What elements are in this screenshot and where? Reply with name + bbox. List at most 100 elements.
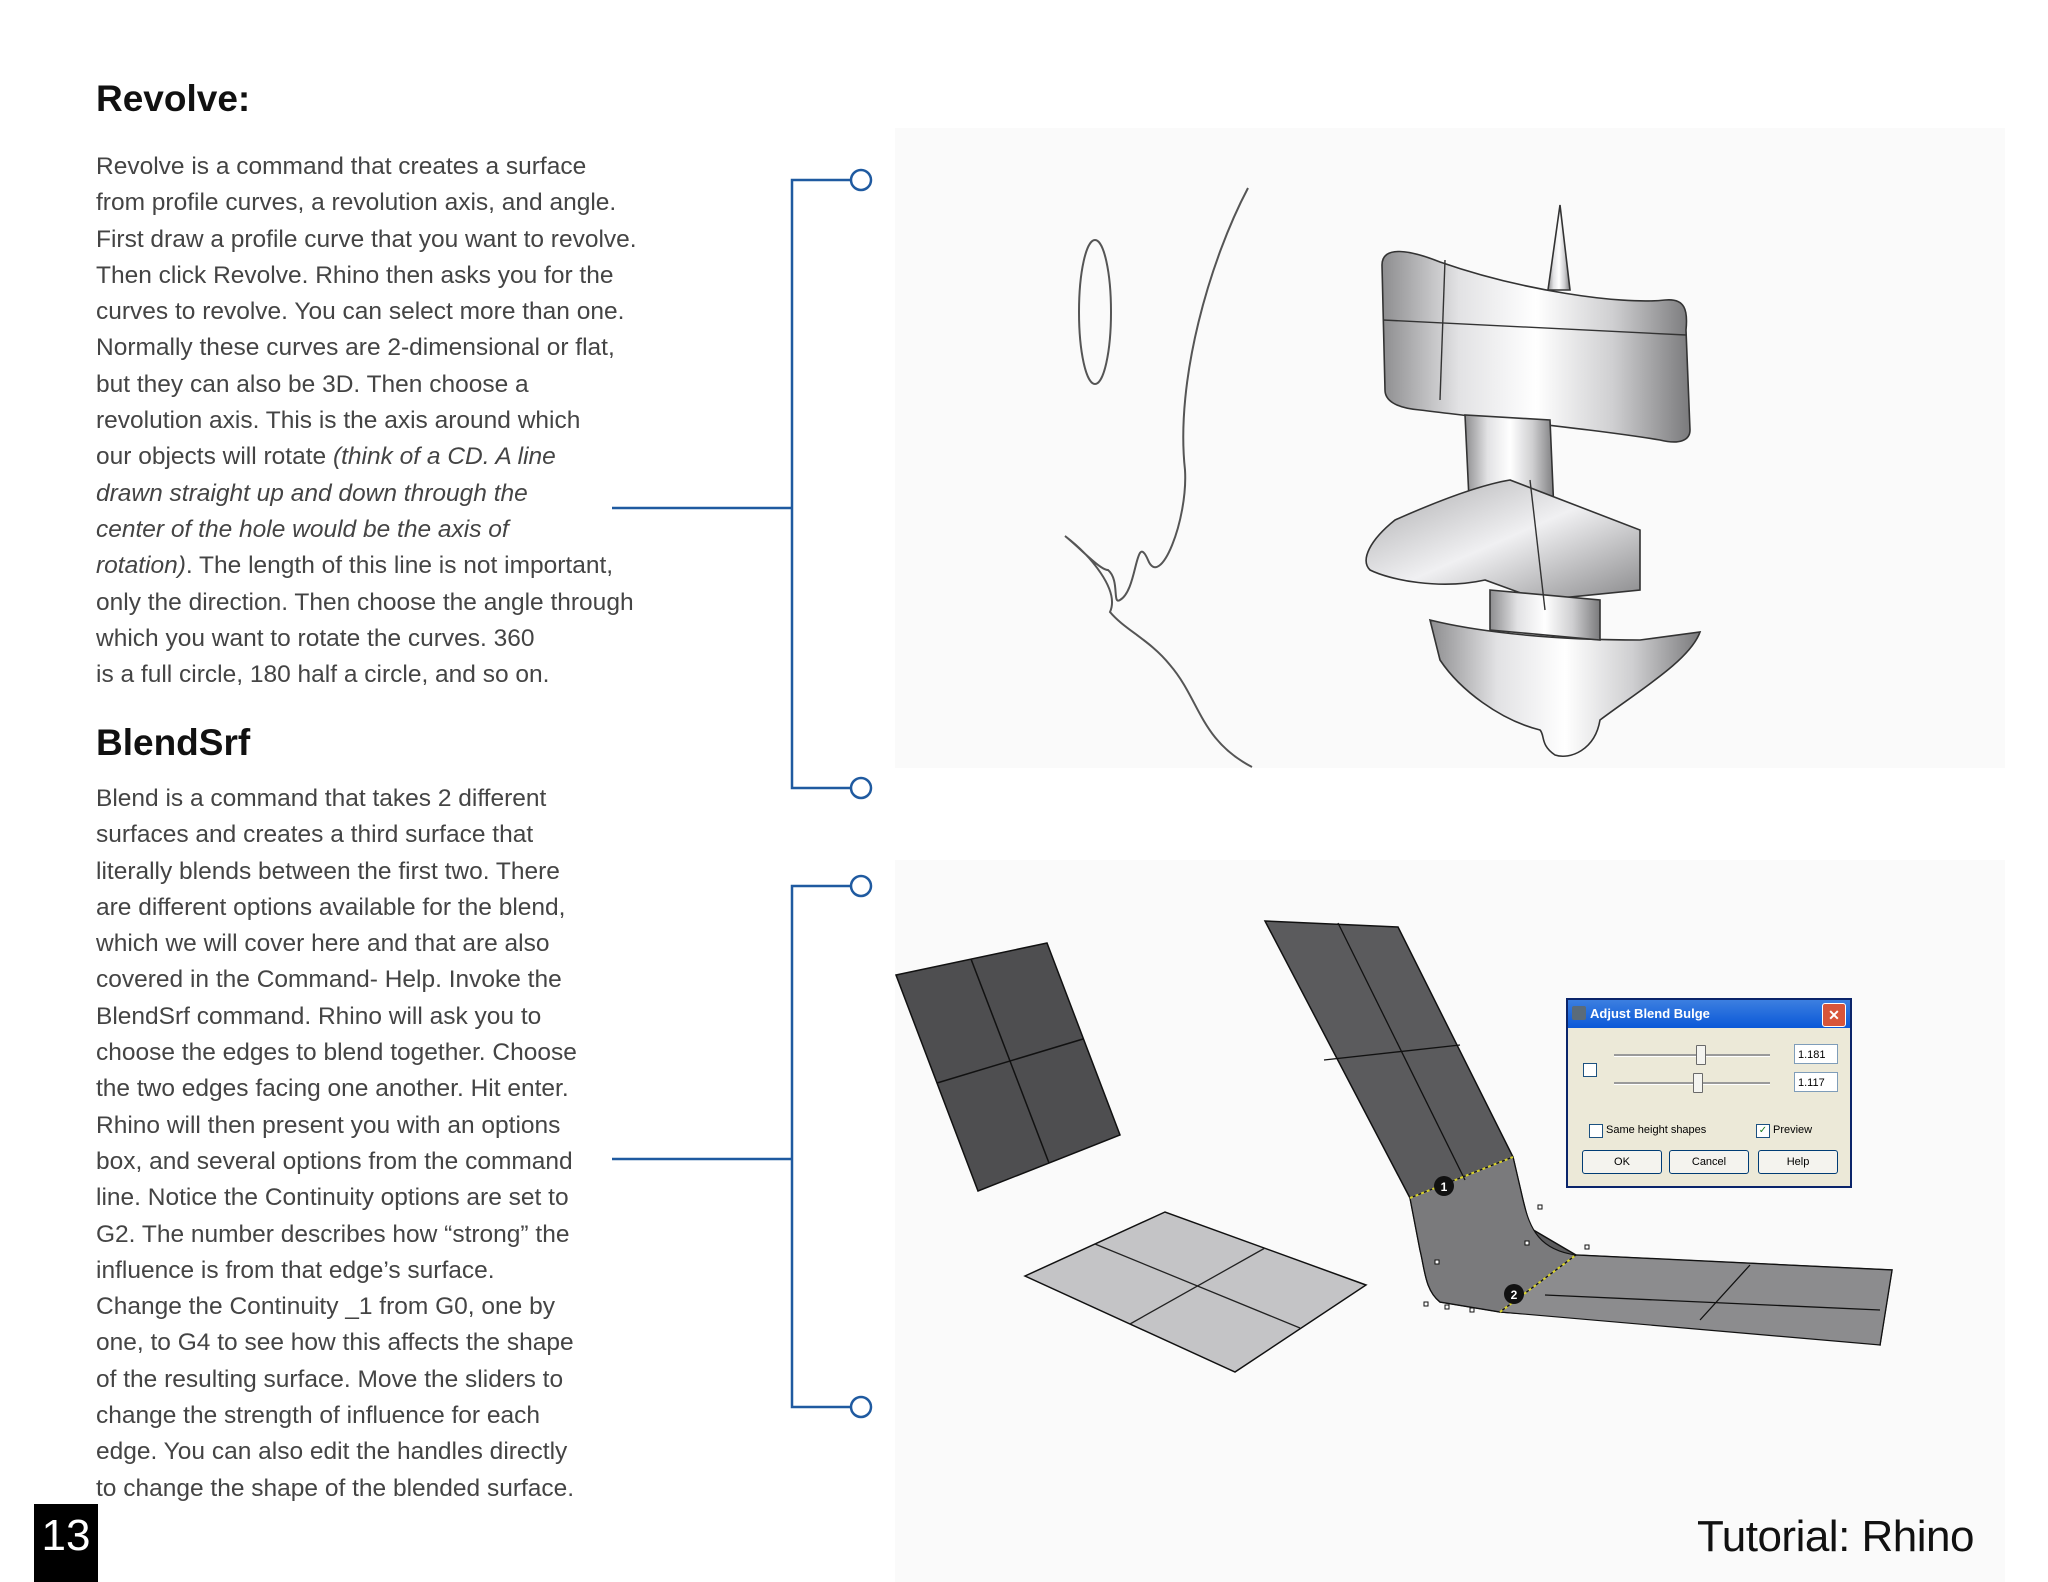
- preview-checkbox[interactable]: ✓: [1756, 1124, 1770, 1138]
- bulge-value-1-field[interactable]: 1.181: [1794, 1044, 1838, 1064]
- control-handle[interactable]: [1434, 1259, 1440, 1265]
- text-line: to change the shape of the blended surfa…: [96, 1474, 575, 1502]
- text-line: influence is from that edge’s surface.: [96, 1256, 495, 1284]
- text-line: one, to G4 to see how this affects the s…: [96, 1329, 574, 1357]
- control-handle[interactable]: [1524, 1240, 1530, 1246]
- text-line: which we will cover here and that are al…: [96, 930, 550, 958]
- revolved-spike: [1547, 204, 1571, 291]
- text-line: only the direction. Then choose the angl…: [96, 588, 634, 616]
- marker-1-label: 1: [1441, 1180, 1448, 1194]
- text-line: literally blends between the first two. …: [96, 857, 560, 885]
- text-fragment: . The length of this line is not importa…: [185, 552, 614, 580]
- text-line: G2. The number describes how “strong” th…: [96, 1220, 570, 1248]
- text-line: Blend is a command that takes 2 differen…: [96, 785, 547, 812]
- isocurve: [1129, 1247, 1266, 1325]
- bracket-end-circle: [849, 776, 873, 800]
- text-line: Normally these curves are 2-dimensional …: [96, 334, 615, 362]
- blendsrf-description: Blend is a command that takes 2 differen…: [96, 781, 577, 1507]
- control-handle[interactable]: [1444, 1304, 1450, 1310]
- bulge-value-2-field[interactable]: 1.117: [1794, 1072, 1838, 1092]
- text-line: of the resulting surface. Move the slide…: [96, 1365, 564, 1393]
- preview-label: Preview: [1773, 1124, 1813, 1136]
- cancel-button[interactable]: Cancel: [1669, 1150, 1749, 1174]
- text-line: Rhino will then present you with an opti…: [96, 1111, 561, 1139]
- text-line: Change the Continuity _1 from G0, one by: [96, 1293, 555, 1321]
- text-line: the two edges facing one another. Hit en…: [96, 1075, 569, 1103]
- footer-title: Tutorial: Rhino: [1697, 1512, 1975, 1561]
- blend-edge-1: [1409, 1156, 1514, 1199]
- bulge-slider-2-track[interactable]: [1614, 1082, 1770, 1085]
- close-icon[interactable]: ✕: [1822, 1003, 1846, 1027]
- first-surface: [894, 942, 1121, 1192]
- text-line: which you want to rotate the curves. 360: [96, 624, 535, 652]
- control-handle[interactable]: [1423, 1301, 1429, 1307]
- revolved-collar: [1489, 589, 1601, 641]
- text-line: First draw a profile curve that you want…: [96, 225, 637, 253]
- bulge-slider-2-thumb[interactable]: [1693, 1073, 1703, 1093]
- text-line: Revolve is a command that creates a surf…: [96, 153, 587, 180]
- dialog-title: Adjust Blend Bulge: [1590, 1006, 1710, 1021]
- text-line: change the strength of influence for eac…: [96, 1402, 541, 1430]
- isocurve: [1544, 1294, 1881, 1311]
- italic-line: drawn straight up and down through the: [96, 479, 528, 507]
- isocurve: [1382, 319, 1687, 336]
- dialog-titlebar: Adjust Blend Bulge ✕: [1568, 1000, 1850, 1028]
- revolved-lower-flare: [1428, 618, 1702, 757]
- bracket-end-circle: [849, 168, 873, 192]
- profile-freeform-curve: [1064, 187, 1253, 768]
- bracket-end-circle: [849, 874, 873, 898]
- revolved-upper-band: [1381, 250, 1691, 443]
- text-line: curves to revolve. You can select more t…: [96, 298, 625, 326]
- help-button[interactable]: Help: [1758, 1150, 1838, 1174]
- bulge-slider-1-track[interactable]: [1614, 1054, 1770, 1057]
- text-line: rotation). The length of this line is no…: [96, 548, 637, 584]
- italic-fragment: (think of a CD. A line: [332, 443, 556, 471]
- text-line: is a full circle, 180 half a circle, and…: [96, 661, 550, 689]
- blendsrf-heading: BlendSrf: [96, 722, 251, 763]
- link-sliders-checkbox[interactable]: [1583, 1063, 1597, 1077]
- control-handle[interactable]: [1537, 1204, 1543, 1210]
- adjust-blend-bulge-dialog: Adjust Blend Bulge ✕ 1.181 1.117 Same he…: [1566, 998, 1852, 1188]
- rhino-app-icon: [1572, 1006, 1586, 1020]
- blend-bracket: [790, 884, 862, 1409]
- text-line: box, and several options from the comman…: [96, 1147, 573, 1175]
- page-number: 13: [34, 1504, 98, 1582]
- text-line: covered in the Command- Help. Invoke the: [96, 966, 562, 994]
- text-line: edge. You can also edit the handles dire…: [96, 1438, 568, 1466]
- marker-1: 1: [1434, 1176, 1454, 1196]
- text-line: surfaces and creates a third surface tha…: [96, 821, 534, 849]
- ok-button[interactable]: OK: [1582, 1150, 1662, 1174]
- text-line: choose the edges to blend together. Choo…: [96, 1039, 577, 1067]
- same-height-checkbox[interactable]: [1589, 1124, 1603, 1138]
- marker-2: 2: [1504, 1284, 1524, 1304]
- revolve-heading: Revolve:: [96, 78, 251, 119]
- italic-line: center of the hole would be the axis of: [96, 515, 509, 543]
- control-handle[interactable]: [1469, 1307, 1475, 1313]
- isocurve: [1529, 479, 1546, 611]
- same-height-label: Same height shapes: [1606, 1124, 1707, 1136]
- text-line: are different options available for the …: [96, 893, 566, 921]
- italic-fragment: rotation): [96, 552, 186, 580]
- revolve-bracket: [790, 178, 862, 790]
- second-surface: [1023, 1211, 1368, 1373]
- revolved-middle-flare: [1365, 479, 1641, 601]
- control-handle[interactable]: [1584, 1244, 1590, 1250]
- isocurve: [1699, 1264, 1751, 1321]
- text-line: revolution axis. This is the axis around…: [96, 407, 581, 435]
- text-line: BlendSrf command. Rhino will ask you to: [96, 1002, 542, 1030]
- bulge-slider-1-thumb[interactable]: [1696, 1045, 1706, 1065]
- marker-2-label: 2: [1511, 1288, 1518, 1302]
- text-line: from profile curves, a revolution axis, …: [96, 189, 617, 217]
- text-line: line. Notice the Continuity options are …: [96, 1184, 569, 1212]
- text-fragment: our objects will rotate: [96, 443, 333, 471]
- bracket-end-circle: [849, 1395, 873, 1419]
- revolve-description: Revolve is a command that creates a surf…: [96, 149, 637, 693]
- text-line: but they can also be 3D. Then choose a: [96, 370, 529, 398]
- isocurve: [1439, 259, 1446, 401]
- text-line: our objects will rotate (think of a CD. …: [96, 439, 637, 475]
- isocurve: [936, 1038, 1084, 1084]
- profile-ellipse-curve: [1078, 239, 1112, 385]
